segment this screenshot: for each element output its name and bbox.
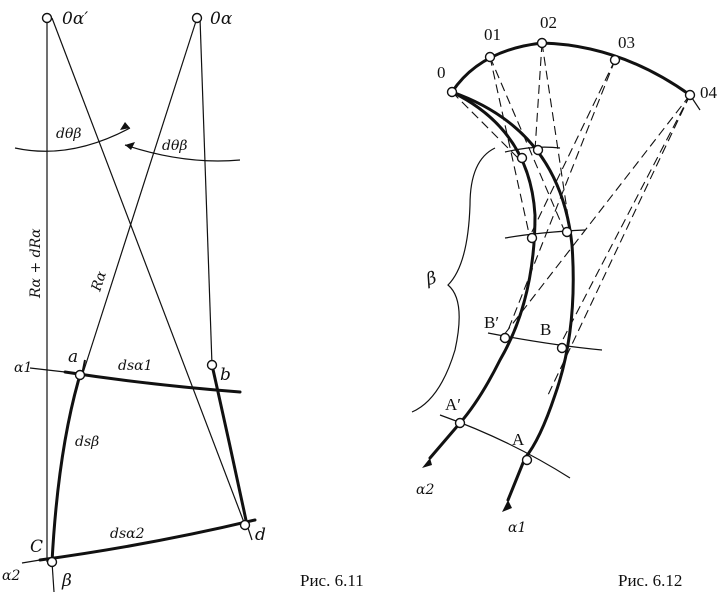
label-a-prime: A′ xyxy=(445,395,461,414)
node-b xyxy=(556,342,568,354)
label-alpha2: α2 xyxy=(2,568,20,584)
centers-arc xyxy=(450,41,692,97)
dash-o3-2 xyxy=(504,59,616,339)
figure-6-12: 0 01 02 03 04 β B′ B A′ A α2 α1 Рис. 6.1… xyxy=(411,13,718,590)
figure-6-11: 0α′ 0α dθβ dθβ Rα + dRα Rα α1 α2 a b C d… xyxy=(2,9,364,593)
node-a-prime xyxy=(454,417,466,429)
node-o-alpha xyxy=(191,12,203,24)
node-o2 xyxy=(536,37,548,49)
dash-o2-1 xyxy=(534,42,543,151)
label-o-alpha: 0α xyxy=(210,9,233,29)
label-o-alpha-prime: 0α′ xyxy=(62,9,88,29)
label-b: b xyxy=(220,365,231,385)
label-o2: 02 xyxy=(540,13,557,32)
node-b xyxy=(206,359,218,371)
node-o4 xyxy=(684,89,696,101)
cross-line-2 xyxy=(504,229,586,239)
label-o1: 01 xyxy=(484,25,501,44)
label-d: d xyxy=(255,525,266,545)
curve-alpha2-ext xyxy=(21,559,41,564)
arrow-alpha2 xyxy=(422,458,432,468)
line-o-alpha-b xyxy=(199,17,213,366)
node-c xyxy=(46,556,58,568)
node-o3 xyxy=(609,54,621,66)
curve-beta-left xyxy=(50,373,82,564)
curve-beta-a-ext xyxy=(428,421,462,460)
label-ds-beta: dsβ xyxy=(75,434,99,450)
curve-alpha1-ext xyxy=(29,367,66,373)
dash-o-1 xyxy=(451,91,521,161)
label-alpha1: α1 xyxy=(14,360,32,376)
label-b: B xyxy=(540,320,551,339)
curve-beta-right xyxy=(210,363,249,527)
label-ds-alpha1: dsα1 xyxy=(118,358,153,374)
label-o: 0 xyxy=(437,63,446,82)
dash-o1-2 xyxy=(489,56,566,233)
node-o-alpha-prime xyxy=(41,12,53,24)
node-p2 xyxy=(532,144,544,156)
angle-arrow-left xyxy=(120,122,130,130)
label-d-theta-beta-left: dθβ xyxy=(56,126,81,142)
label-r-alpha: Rα xyxy=(88,269,110,294)
dash-o3-1 xyxy=(527,59,616,241)
label-a: A xyxy=(512,430,525,449)
line-o-alpha-a xyxy=(82,17,198,374)
node-p1 xyxy=(516,152,528,164)
label-r-alpha-plus-dr: Rα + dRα xyxy=(28,228,44,299)
angle-arrow-right xyxy=(125,142,135,150)
label-o4: 04 xyxy=(700,83,718,102)
caption-6-11: Рис. 6.11 xyxy=(300,571,364,590)
node-a xyxy=(521,454,533,466)
node-b-prime xyxy=(499,332,511,344)
label-alpha1: α1 xyxy=(508,520,526,536)
cross-line-1 xyxy=(504,146,561,153)
beta-brace xyxy=(411,147,496,413)
label-c: C xyxy=(30,537,43,557)
label-ds-alpha2: dsα2 xyxy=(110,526,145,542)
label-o3: 03 xyxy=(618,33,635,52)
dash-o1-1 xyxy=(489,56,531,239)
node-a xyxy=(74,369,86,381)
node-d xyxy=(239,519,251,531)
label-b-prime: B′ xyxy=(484,313,499,332)
curve-beta-b xyxy=(450,90,575,460)
arrow-alpha1 xyxy=(502,500,512,512)
curve-alpha2 xyxy=(38,518,257,562)
label-alpha2: α2 xyxy=(416,482,434,498)
label-a: a xyxy=(68,347,78,367)
label-beta: β xyxy=(61,571,72,591)
node-p4 xyxy=(561,226,573,238)
label-beta: β xyxy=(423,268,439,290)
line-o-alpha-prime-d xyxy=(51,17,246,526)
dash-o4-3 xyxy=(499,94,691,341)
node-p3 xyxy=(526,232,538,244)
node-o xyxy=(446,86,458,98)
curve-beta-b-ext xyxy=(506,456,527,502)
dash-o2-2 xyxy=(541,42,571,231)
dash-o4-1 xyxy=(559,94,691,346)
curve-beta-a xyxy=(450,90,537,425)
caption-6-12: Рис. 6.12 xyxy=(618,571,682,590)
node-o1 xyxy=(484,51,496,63)
dash-o4-2 xyxy=(547,94,691,396)
angle-arc-left xyxy=(14,127,131,152)
angle-arc-right xyxy=(124,144,241,162)
label-d-theta-beta-right: dθβ xyxy=(162,138,187,154)
